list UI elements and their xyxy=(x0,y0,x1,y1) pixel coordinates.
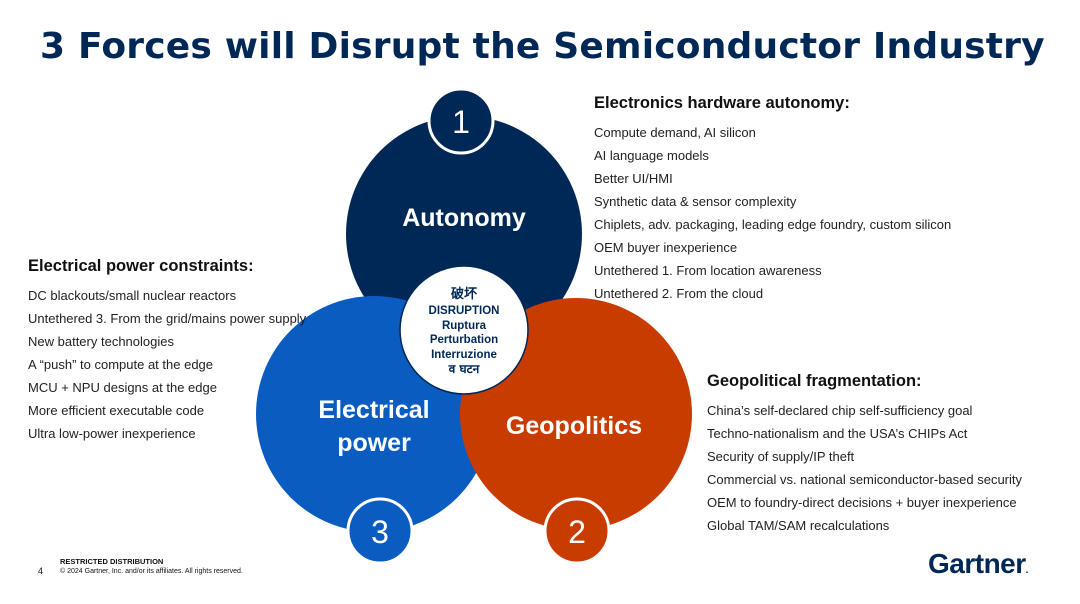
geopolitics-heading: Geopolitical fragmentation: xyxy=(707,372,922,390)
disruption-center-circle xyxy=(399,265,529,395)
list-item: DC blackouts/small nuclear reactors xyxy=(28,288,237,303)
list-item: China’s self-declared chip self-sufficie… xyxy=(707,403,973,418)
autonomy-text-block: Electronics hardware autonomy: Compute d… xyxy=(594,94,951,305)
list-item: More efficient executable code xyxy=(28,403,205,418)
disruption-english: DISRUPTION xyxy=(429,305,500,317)
list-item: Chiplets, adv. packaging, leading edge f… xyxy=(594,217,952,232)
autonomy-number-bubble xyxy=(427,87,495,155)
copyright-text: © 2024 Gartner, Inc. and/or its affiliat… xyxy=(60,568,243,575)
power-number-bubble xyxy=(346,497,414,565)
list-item: OEM to foundry-direct decisions + buyer … xyxy=(707,495,1017,510)
list-item: Untethered 2. From the cloud xyxy=(594,286,764,301)
list-item: Synthetic data & sensor complexity xyxy=(594,194,797,209)
list-item: Untethered 1. From location awareness xyxy=(594,263,822,278)
geopolitics-number-bubble xyxy=(543,497,611,565)
list-item: AI language models xyxy=(594,148,709,163)
page-title: 3 Forces will Disrupt the Semiconductor … xyxy=(40,26,1045,67)
geopolitics-text-block: Geopolitical fragmentation: China’s self… xyxy=(707,372,1022,537)
autonomy-label: Autonomy xyxy=(402,204,526,232)
power-number: 3 xyxy=(371,514,389,550)
disruption-spanish: Ruptura xyxy=(442,320,487,332)
page-number: 4 xyxy=(38,566,44,576)
logo-dot: . xyxy=(1025,565,1029,576)
distribution-label: RESTRICTED DISTRIBUTION xyxy=(60,557,164,566)
list-item: OEM buyer inexperience xyxy=(594,240,738,255)
list-item: Commercial vs. national semiconductor-ba… xyxy=(707,472,1023,487)
list-item: Techno-nationalism and the USA’s CHIPs A… xyxy=(707,426,968,441)
list-item: A “push” to compute at the edge xyxy=(28,357,214,372)
power-heading: Electrical power constraints: xyxy=(28,257,254,275)
disruption-italian: Interruzione xyxy=(431,349,497,361)
logo-text: Gartner xyxy=(928,548,1026,579)
geopolitics-number: 2 xyxy=(568,514,586,550)
autonomy-circle xyxy=(346,116,582,352)
autonomy-list: Compute demand, AI silicon AI language m… xyxy=(594,121,951,305)
disruption-hindi: व घटन xyxy=(448,362,481,376)
list-item: Global TAM/SAM recalculations xyxy=(707,518,890,533)
power-label-line2: power xyxy=(337,429,411,457)
power-label-line1: Electrical xyxy=(318,396,429,424)
power-list: DC blackouts/small nuclear reactors Unte… xyxy=(28,284,306,445)
gartner-logo: Gartner. xyxy=(928,548,1029,580)
autonomy-heading: Electronics hardware autonomy: xyxy=(594,94,850,112)
autonomy-number: 1 xyxy=(452,104,470,140)
list-item: Ultra low-power inexperience xyxy=(28,426,196,441)
list-item: Better UI/HMI xyxy=(594,171,673,186)
list-item: New battery technologies xyxy=(28,334,174,349)
list-item: Compute demand, AI silicon xyxy=(594,125,756,140)
disruption-french: Perturbation xyxy=(430,334,498,346)
disruption-chinese: 破坏 xyxy=(451,286,477,302)
list-item: MCU + NPU designs at the edge xyxy=(28,380,217,395)
power-text-block: Electrical power constraints: DC blackou… xyxy=(28,257,306,445)
geopolitics-label: Geopolitics xyxy=(506,412,642,440)
list-item: Security of supply/IP theft xyxy=(707,449,855,464)
geopolitics-list: China’s self-declared chip self-sufficie… xyxy=(707,399,1022,537)
list-item: Untethered 3. From the grid/mains power … xyxy=(28,311,307,326)
